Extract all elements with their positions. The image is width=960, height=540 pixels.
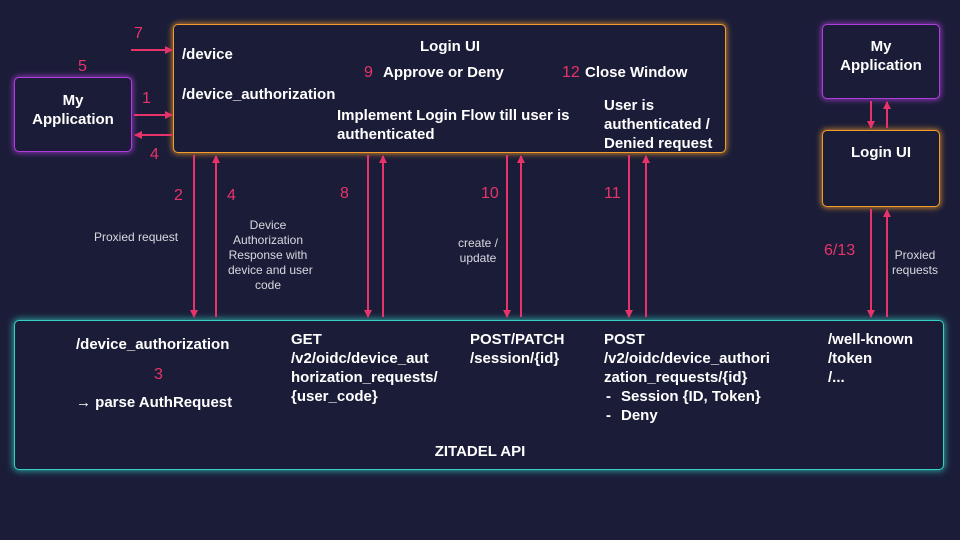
- api-well-known-endpoints: /well-known /token /...: [828, 331, 914, 386]
- user-authenticated-label: User is authenticated / Denied request: [604, 97, 713, 152]
- endpoint-device-authorization: /device_authorization: [182, 86, 336, 103]
- device-authorization-response-label: Device Authorization Response with devic…: [228, 218, 313, 292]
- step-number-3: 3: [154, 366, 163, 383]
- step-number-12: 12: [562, 64, 580, 81]
- api-parse-auth-request: → parse AuthRequest: [76, 394, 233, 411]
- step-number-10: 10: [481, 185, 499, 202]
- api-device-authorization: /device_authorization: [76, 336, 230, 353]
- left-application-box: [14, 77, 132, 152]
- proxied-requests-label: Proxied requests: [891, 248, 939, 277]
- step-number-7: 7: [134, 25, 143, 42]
- login-ui-right-title: Login UI: [851, 144, 911, 161]
- zitadel-api-box: [14, 320, 944, 470]
- zitadel-api-title: ZITADEL API: [434, 443, 526, 460]
- right-application-box: [822, 24, 940, 99]
- create-update-label: create / update: [457, 236, 499, 265]
- right-application-label: My Application: [840, 38, 922, 74]
- bullet-dash-icon: -: [606, 388, 611, 405]
- left-application-label: My Application: [32, 92, 114, 128]
- api-get-device-authorization-request: GET /v2/oidc/device_aut horization_reque…: [291, 331, 438, 405]
- login-ui-main-title: Login UI: [420, 38, 480, 55]
- approve-or-deny-label: Approve or Deny: [383, 64, 504, 81]
- proxied-request-label: Proxied request: [94, 230, 179, 244]
- step-number-1: 1: [142, 90, 151, 107]
- step-number-8: 8: [340, 185, 349, 202]
- api-session-endpoint: POST/PATCH /session/{id}: [470, 331, 565, 367]
- login-ui-main-box: [173, 24, 726, 153]
- api-post-device-authorization-request: POST /v2/oidc/device_authori zation_requ…: [604, 331, 770, 386]
- bullet-dash-icon: -: [606, 407, 611, 424]
- endpoint-device: /device: [182, 46, 233, 63]
- step-number-5: 5: [78, 58, 87, 75]
- close-window-label: Close Window: [585, 64, 688, 81]
- implement-login-flow-label: Implement Login Flow till user is authen…: [337, 107, 570, 143]
- api-post-bullet-deny: Deny: [621, 407, 658, 424]
- step-number-2: 2: [174, 187, 183, 204]
- step-number-6-13: 6/13: [824, 242, 856, 259]
- step-number-9: 9: [364, 64, 373, 81]
- login-ui-right-box: [822, 130, 940, 207]
- api-post-bullet-session: Session {ID, Token}: [621, 388, 761, 405]
- step-number-11: 11: [604, 185, 621, 202]
- step-number-4-left: 4: [150, 146, 159, 163]
- step-number-4-arrow: 4: [227, 187, 236, 204]
